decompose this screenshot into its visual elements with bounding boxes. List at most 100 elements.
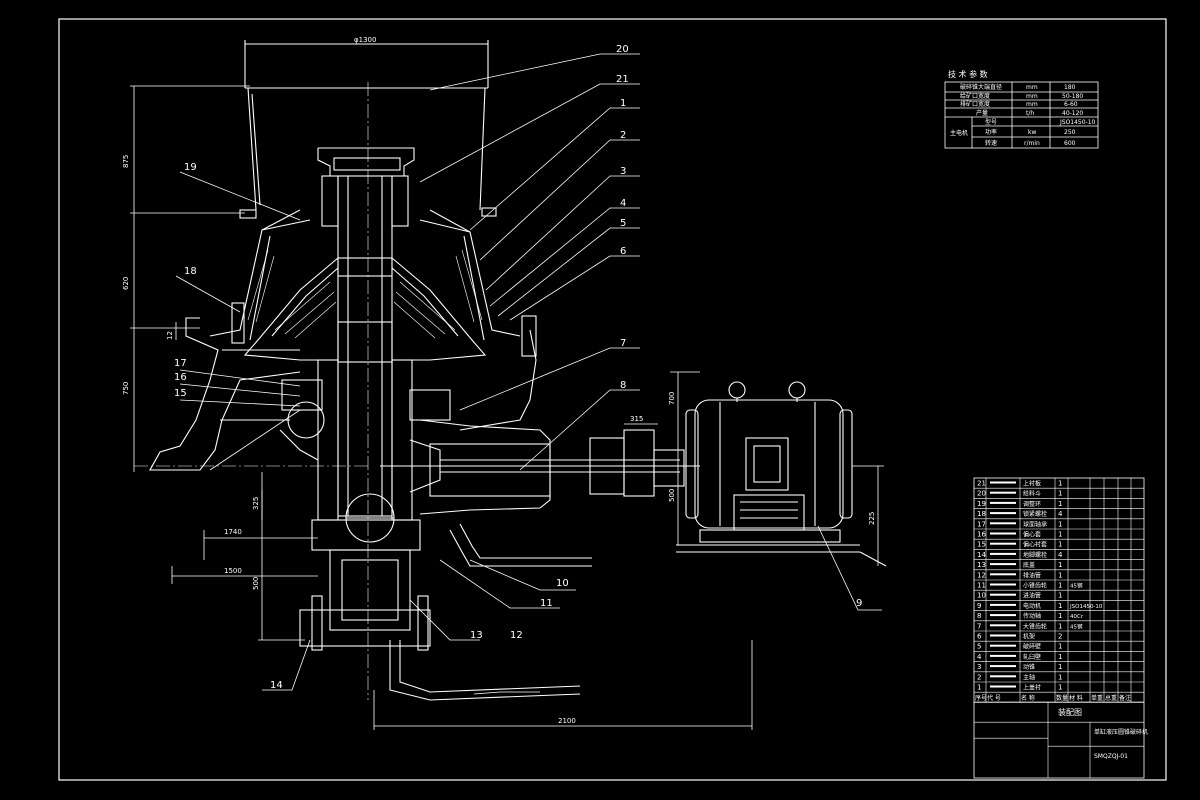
bom-row-qty: 1 [1058, 490, 1062, 498]
bom-row-name: 给料斗 [1023, 490, 1041, 498]
bom-row-no: 19 [977, 500, 986, 508]
bom-row-code-mark [990, 512, 1016, 515]
callout-13: 13 [470, 630, 483, 641]
bom-row-name: 进油管 [1023, 592, 1041, 600]
bom-row-code-mark [990, 603, 1016, 606]
bom-row-name: 地脚螺栓 [1023, 551, 1047, 559]
dim-1500: 1500 [224, 567, 242, 575]
bom-row-code-mark [990, 573, 1016, 576]
tech-params-text: 技 术 参 数 破碎锥大端直径 mm 180 给矿口宽度 mm 50-180 排… [948, 69, 1096, 147]
callout-19: 19 [184, 162, 197, 173]
bom-row-name: 电动机 [1023, 602, 1041, 610]
dim-620: 620 [122, 277, 130, 290]
bom-row-name: 上衬板 [1023, 480, 1041, 488]
crusher-section-view [134, 40, 700, 701]
bom-row-qty: 1 [1058, 541, 1062, 549]
bom-header-cell: 备注 [1119, 694, 1131, 702]
dimension-lines [130, 85, 884, 730]
tp-motor1-unit: kw [1028, 129, 1036, 136]
callout-7: 7 [620, 338, 626, 349]
bom-row-no: 20 [977, 490, 986, 498]
leader-lines [175, 53, 882, 695]
bom-row-qty: 1 [1058, 531, 1062, 539]
tech-params-table [944, 81, 1099, 149]
bom-row-name: 小锥齿轮 [1023, 582, 1047, 590]
bom-row-code-mark [990, 665, 1016, 668]
bom-row-no: 4 [977, 653, 982, 661]
callout-17: 17 [174, 358, 187, 369]
bom-header-cell: 总重 [1105, 694, 1117, 702]
drawing-title: 装配图 [1058, 707, 1082, 717]
bom-row-code-mark [990, 542, 1016, 545]
tp-row1-unit: mm [1026, 93, 1038, 100]
bom-row-qty: 1 [1058, 643, 1062, 651]
bom-row-no: 11 [977, 582, 986, 590]
dim-top-width: φ1300 [354, 36, 376, 44]
dim-500-motor: 500 [668, 489, 676, 502]
callout-20: 20 [616, 44, 629, 55]
bom-row-qty: 1 [1058, 673, 1062, 681]
callout-16: 16 [174, 372, 187, 383]
tp-motor0-value: JSO1450-10 [1059, 119, 1096, 126]
bom-row-code-mark [990, 583, 1016, 586]
callout-18: 18 [184, 266, 197, 277]
dim-500: 500 [252, 577, 260, 590]
bom-row-name: 球面轴承 [1023, 520, 1047, 528]
bom-row-no: 8 [977, 612, 981, 620]
bom-row-code-mark [990, 634, 1016, 637]
bom-row-qty: 2 [1058, 633, 1062, 641]
bom-row-name: 机架 [1023, 633, 1035, 641]
bom-row-name: 破碎壁 [1023, 643, 1041, 651]
bom-row-name: 上盖衬 [1023, 684, 1041, 692]
bom-row-name: 偏心衬套 [1023, 541, 1047, 549]
bom-row-no: 3 [977, 663, 981, 671]
callout-15: 15 [174, 388, 187, 399]
callout-5: 5 [620, 218, 626, 229]
bom-row-name: 轧臼壁 [1023, 653, 1041, 661]
bom-row-note: JSO1450-10 [1069, 604, 1103, 610]
bom-row-name: 调整环 [1023, 500, 1041, 508]
drawing-number: SMQZQJ-01 [1094, 753, 1128, 760]
bom-row-no: 16 [977, 531, 986, 539]
dim-1740: 1740 [224, 528, 242, 536]
bom-row-no: 2 [977, 673, 981, 681]
bom-header-cell: 单重 [1091, 694, 1103, 702]
callout-1: 1 [620, 98, 626, 109]
tp-row2-value: 6-60 [1064, 101, 1078, 108]
tp-row1-value: 50-180 [1062, 93, 1083, 100]
tp-motor2-value: 600 [1064, 140, 1076, 147]
bom-row-qty: 1 [1058, 602, 1062, 610]
bom-row-name: 底盖 [1023, 561, 1035, 569]
bom-row-no: 9 [977, 602, 981, 610]
bom-header-cell: 名 称 [1021, 694, 1035, 702]
callout-2: 2 [620, 130, 626, 141]
dim-875: 875 [122, 155, 130, 168]
bom-row-no: 15 [977, 541, 986, 549]
tp-motor1-name: 功率 [985, 128, 997, 136]
bom-row-note: 45钢 [1070, 582, 1083, 590]
bom-row-no: 6 [977, 633, 982, 641]
bom-row-qty: 1 [1058, 612, 1062, 620]
bom-row-note: 40Cr [1070, 614, 1084, 620]
callout-9: 9 [856, 598, 862, 609]
bom-row-no: 21 [977, 480, 986, 488]
callout-11: 11 [540, 598, 553, 609]
bom-row-no: 10 [977, 592, 986, 600]
tp-row0-name: 破碎锥大端直径 [960, 83, 1002, 91]
bom-row-code-mark [990, 532, 1016, 535]
bom-row-code-mark [990, 614, 1016, 617]
tp-row3-name: 产量 [976, 109, 988, 117]
callout-21: 21 [616, 74, 629, 85]
dim-700: 700 [668, 392, 676, 405]
bom-header-cell: 数量 [1056, 694, 1068, 702]
bom-row-name: 主轴 [1023, 673, 1035, 681]
bom-row-code-mark [990, 481, 1016, 484]
dim-225: 225 [868, 512, 876, 525]
tp-motor1-value: 250 [1064, 129, 1076, 136]
bom-row-qty: 1 [1058, 592, 1062, 600]
bom-row-qty: 1 [1058, 500, 1062, 508]
bom-row-code-mark [990, 675, 1016, 678]
bom-row-code-mark [990, 685, 1016, 688]
bom-row-code-mark [990, 491, 1016, 494]
